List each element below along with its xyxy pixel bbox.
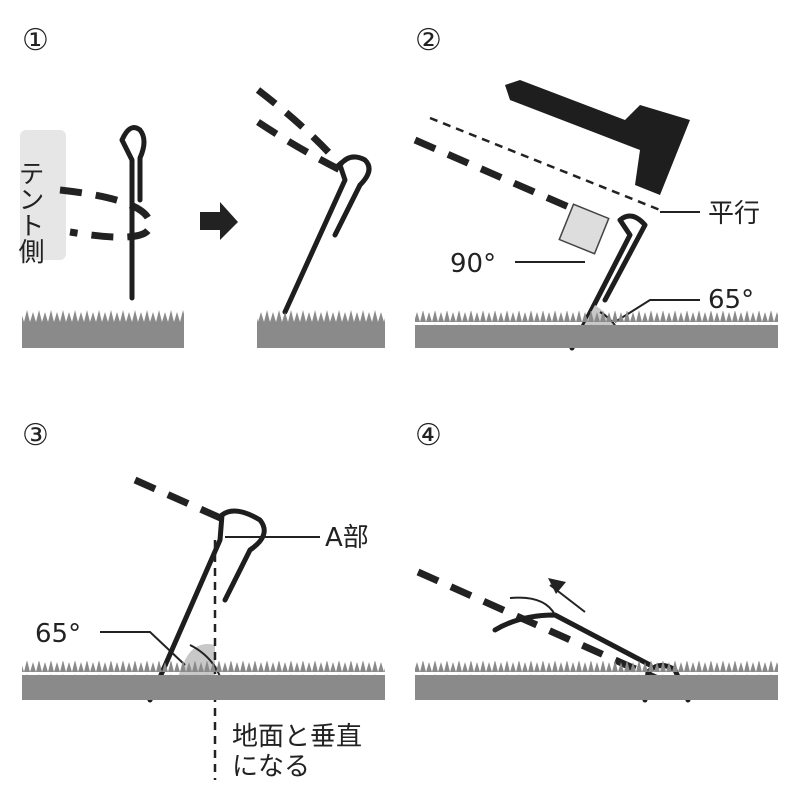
step-1-number: ①	[22, 23, 49, 58]
ground	[22, 675, 385, 700]
tent-peg	[492, 612, 653, 668]
grass-blades	[415, 661, 778, 675]
rope	[255, 87, 343, 168]
grass-blades	[22, 661, 385, 675]
ground	[22, 322, 184, 348]
tent-peg	[569, 213, 648, 351]
tent-side-label: テント側	[14, 160, 44, 264]
grass-blades	[415, 311, 778, 325]
tent-peg	[282, 154, 372, 315]
step-4-number: ④	[415, 418, 442, 453]
rope	[256, 119, 352, 179]
grass-blades	[22, 308, 184, 322]
step-2-number: ②	[415, 23, 442, 58]
ground	[415, 325, 778, 348]
step-3-number: ③	[22, 418, 49, 453]
angle-90-label: 90°	[450, 249, 496, 279]
vertical-label-line1: 地面と垂直	[232, 722, 362, 752]
tent-peg	[119, 125, 147, 301]
arrow-head-icon	[548, 578, 566, 594]
tent-side-label-bg	[20, 130, 66, 260]
arrow-right-icon	[200, 202, 238, 240]
step-1: ① テント側	[14, 23, 385, 348]
step-3: ③ A部 65° 地面と垂直 になる	[22, 418, 385, 782]
part-a-label: A部	[325, 523, 369, 553]
rotation-path	[509, 596, 556, 616]
grass-blades	[257, 308, 385, 322]
angle-65-label: 65°	[708, 285, 754, 315]
step-2: ② 平行 90° 65°	[413, 23, 778, 351]
rope	[133, 476, 227, 524]
right-angle-marker	[558, 203, 610, 255]
tent-peg	[147, 508, 267, 703]
step-4: ④	[415, 418, 778, 703]
vertical-label-line2: になる	[232, 752, 310, 782]
parallel-label: 平行	[708, 199, 760, 229]
ground	[257, 322, 385, 348]
rope	[59, 186, 154, 241]
leader-line	[100, 631, 186, 666]
hammer-icon	[505, 80, 690, 195]
ground	[415, 675, 778, 700]
angle-65-label: 65°	[35, 619, 81, 649]
